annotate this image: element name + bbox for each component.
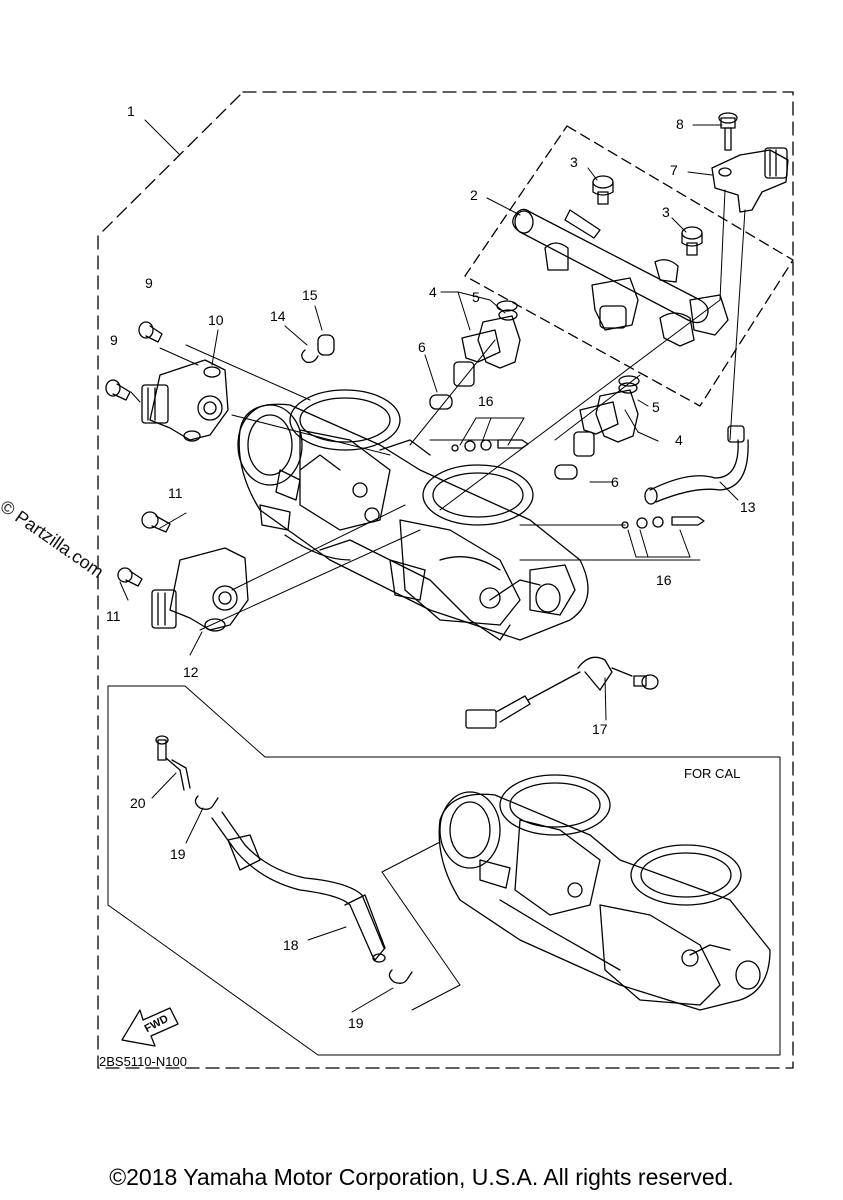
throttle-body-assembly bbox=[237, 389, 589, 641]
screw-3a bbox=[592, 175, 614, 205]
callout-14: 14 bbox=[270, 308, 286, 324]
callout-8: 8 bbox=[676, 116, 684, 132]
callout-3b: 3 bbox=[662, 204, 670, 220]
bolt-11a bbox=[141, 511, 171, 533]
bolt-9b bbox=[105, 379, 131, 401]
callout-16a: 16 bbox=[478, 393, 494, 409]
callout-9b: 9 bbox=[110, 332, 118, 348]
vacuum-hose bbox=[644, 425, 749, 505]
bolt-11b bbox=[117, 567, 143, 587]
sensor-12 bbox=[151, 547, 249, 632]
callout-5b: 5 bbox=[652, 399, 660, 415]
plug-15 bbox=[317, 334, 335, 356]
sleeve-upper bbox=[429, 394, 453, 410]
bolt-9a bbox=[138, 321, 163, 343]
callout-1: 1 bbox=[127, 103, 135, 119]
callout-9a: 9 bbox=[145, 275, 153, 291]
callout-7: 7 bbox=[670, 162, 678, 178]
callout-4b: 4 bbox=[675, 432, 683, 448]
injector-lower bbox=[573, 382, 639, 457]
o-ring-upper bbox=[496, 300, 518, 312]
callout-11b: 11 bbox=[106, 608, 121, 624]
callout-18: 18 bbox=[283, 937, 299, 953]
bolt-8 bbox=[718, 112, 738, 151]
for-cal-label: FOR CAL bbox=[684, 766, 741, 781]
inset-clip-upper bbox=[194, 795, 219, 810]
callout-13: 13 bbox=[740, 499, 756, 515]
sensor-harness bbox=[465, 656, 659, 729]
clip-14 bbox=[301, 349, 319, 364]
leader-lines bbox=[119, 119, 746, 1013]
callout-12: 12 bbox=[183, 664, 199, 680]
screw-set-16b bbox=[621, 516, 705, 529]
pressure-sensor bbox=[711, 147, 789, 213]
callout-20: 20 bbox=[130, 795, 146, 811]
injector-upper bbox=[453, 309, 521, 387]
inset-clip-lower bbox=[388, 969, 413, 984]
callout-3a: 3 bbox=[570, 154, 578, 170]
callout-6b: 6 bbox=[611, 474, 619, 490]
callout-11a: 11 bbox=[168, 485, 183, 501]
assembly-boundary bbox=[97, 91, 794, 1069]
inset-hose-18 bbox=[211, 811, 386, 963]
callout-5a: 5 bbox=[472, 289, 480, 305]
copyright-notice: ©2018 Yamaha Motor Corporation, U.S.A. A… bbox=[109, 1164, 734, 1190]
fwd-arrow bbox=[121, 1007, 179, 1047]
inset-throttle-body bbox=[438, 774, 771, 1011]
sleeve-lower bbox=[554, 464, 578, 480]
callout-19a: 19 bbox=[170, 846, 186, 862]
callout-16b: 16 bbox=[656, 572, 672, 588]
callout-10: 10 bbox=[208, 312, 224, 328]
callout-4a: 4 bbox=[429, 284, 437, 300]
throttle-position-sensor bbox=[141, 359, 229, 442]
for-cal-inset-boundary bbox=[107, 685, 781, 1056]
callout-15: 15 bbox=[302, 287, 318, 303]
screw-3b bbox=[681, 226, 703, 256]
callout-17: 17 bbox=[592, 721, 608, 737]
callout-2: 2 bbox=[470, 187, 478, 203]
screw-set-16a bbox=[451, 439, 529, 452]
fuel-rail-group-boundary bbox=[464, 125, 794, 407]
fuel-rail bbox=[512, 208, 729, 347]
callout-6a: 6 bbox=[418, 339, 426, 355]
diagram-code: 2BS5110-N100 bbox=[99, 1054, 187, 1069]
callout-19b: 19 bbox=[348, 1015, 364, 1031]
o-ring-lower bbox=[618, 375, 640, 387]
inset-screw-20 bbox=[155, 735, 191, 791]
